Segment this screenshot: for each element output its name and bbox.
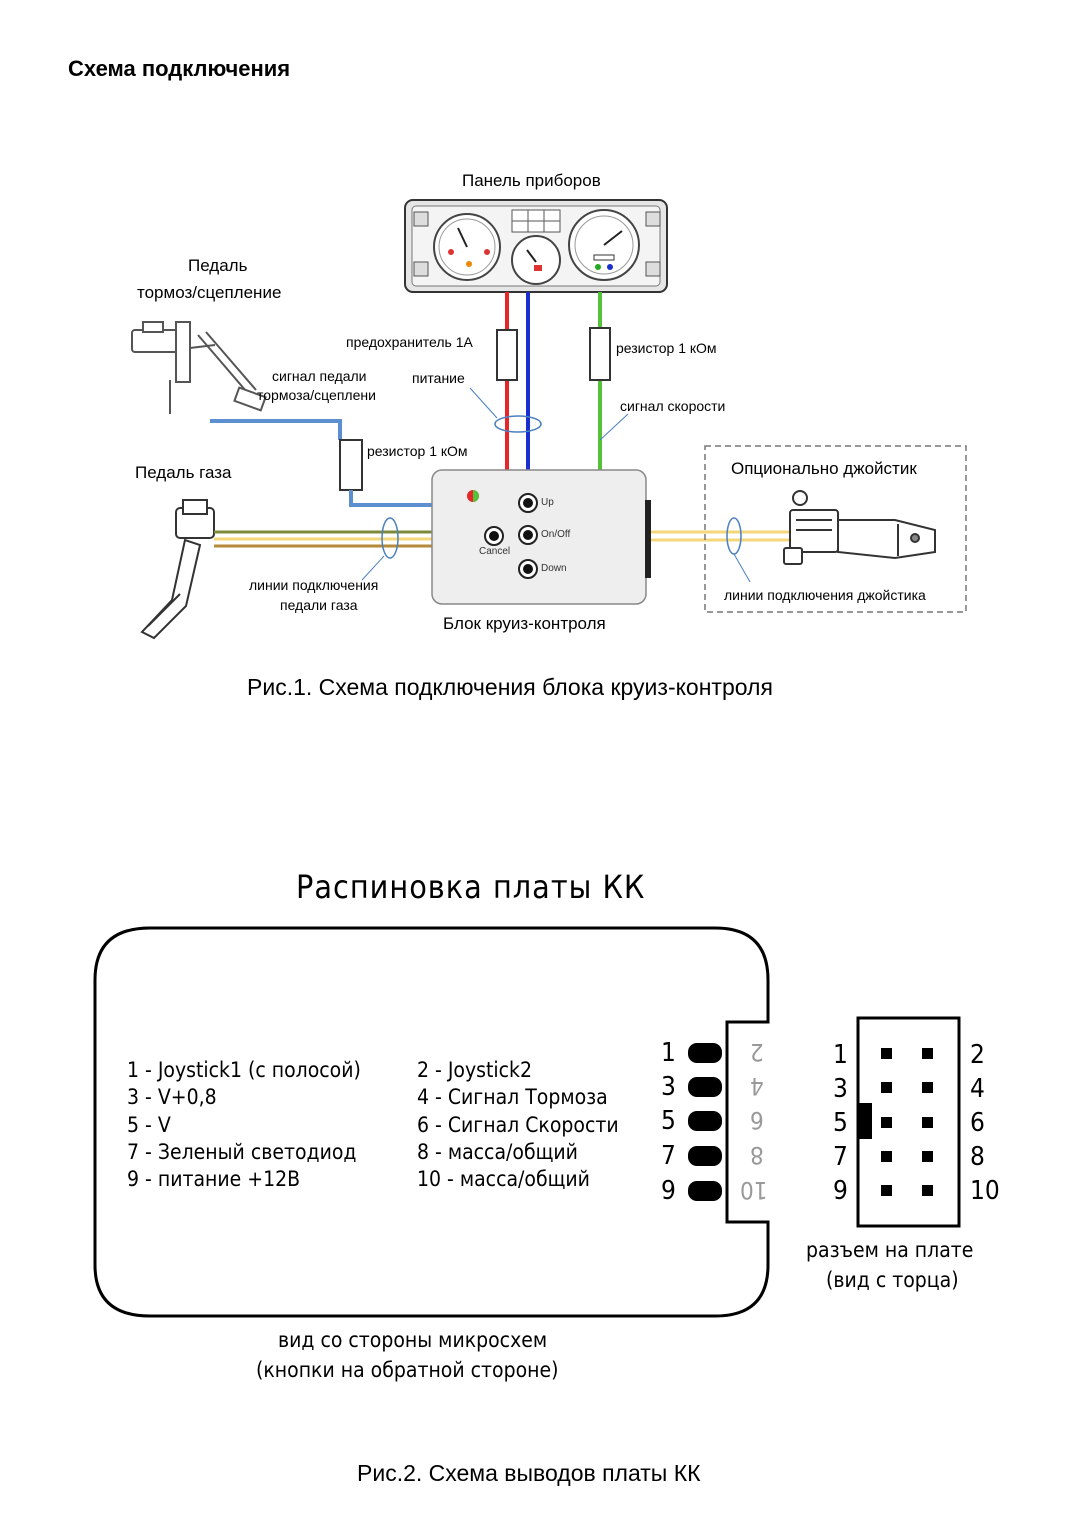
edge-pin-number: 5 xyxy=(661,1106,676,1136)
speed-resistor-label: резистор 1 кОм xyxy=(616,340,717,356)
down-button-label: Down xyxy=(541,563,567,574)
board-outline xyxy=(93,926,770,1318)
connector-outline xyxy=(856,1016,961,1228)
connector-pin-number: 3 xyxy=(833,1074,848,1104)
pin-desc-2: 2 - Joystick2 xyxy=(417,1058,532,1082)
figure2-caption: Рис.2. Схема выводов платы КК xyxy=(357,1460,701,1486)
brake-signal-label-line2: тормоза/сцеплени xyxy=(257,387,376,403)
pin-desc-6: 6 - Сигнал Скорости xyxy=(417,1113,619,1137)
fuse-label: предохранитель 1А xyxy=(346,334,473,350)
cruise-unit-label: Блок круиз-контроля xyxy=(443,614,606,633)
cancel-button-label: Cancel xyxy=(479,546,511,557)
connector-pin-number: 10 xyxy=(970,1176,1000,1206)
power-label: питание xyxy=(412,370,465,386)
edge-pin-number: 3 xyxy=(661,1072,676,1102)
speed-signal-label: сигнал скорости xyxy=(620,398,726,414)
pin-desc-7: 7 - Зеленый светодиод xyxy=(127,1140,357,1164)
brake-signal-wire xyxy=(210,419,342,440)
brake-resistor-label: резистор 1 кОм xyxy=(367,443,468,459)
onoff-button-label: On/Off xyxy=(541,529,571,540)
fuse-icon xyxy=(496,329,518,381)
pin-desc-1: 1 - Joystick1 (с полосой) xyxy=(127,1058,361,1082)
edge-pin-number-mirrored: 2 xyxy=(750,1038,764,1066)
board-caption-line1: вид со стороны микросхем xyxy=(278,1328,548,1352)
gas-lines-label-line1: линии подключения xyxy=(249,577,379,593)
pinout-diagram xyxy=(93,926,961,1318)
connection-diagram xyxy=(131,199,967,640)
gas-lines-label-line2: педали газа xyxy=(280,597,358,613)
up-button-label: Up xyxy=(541,497,554,508)
pin-desc-8: 8 - масса/общий xyxy=(417,1140,578,1164)
connector-pin-number: 6 xyxy=(970,1108,985,1138)
instrument-panel-icon xyxy=(404,199,668,293)
joystick-icon xyxy=(783,490,936,565)
pin-desc-3: 3 - V+0,8 xyxy=(127,1085,217,1109)
connector-pin-number: 9 xyxy=(833,1176,848,1206)
connector-pin-number: 5 xyxy=(833,1108,848,1138)
edge-pin-number-mirrored: 8 xyxy=(750,1141,764,1169)
edge-pin-number-mirrored: 4 xyxy=(750,1072,764,1100)
brake-pedal-icon xyxy=(131,321,267,414)
connector-pin-number: 1 xyxy=(833,1040,848,1070)
board-caption-line2: (кнопки на обратной стороне) xyxy=(256,1358,559,1382)
pin-desc-5: 5 - V xyxy=(127,1113,171,1137)
edge-pin-number: 1 xyxy=(661,1038,676,1068)
brake-signal-label-line1: сигнал педали xyxy=(272,368,367,384)
edge-pin-number: 7 xyxy=(661,1141,676,1171)
gas-pedal-icon xyxy=(140,499,215,640)
panel-label: Панель приборов xyxy=(462,171,601,190)
edge-pin-number: 9 xyxy=(661,1176,676,1206)
connector-pin-number: 2 xyxy=(970,1040,985,1070)
joystick-optional-label: Опционально джойстик xyxy=(731,459,917,478)
brake-pedal-label-line1: Педаль xyxy=(188,256,248,275)
edge-pin-number-mirrored: 6 xyxy=(750,1106,764,1134)
joystick-optional-box xyxy=(704,445,967,613)
connector-caption-line2: (вид с торца) xyxy=(826,1268,959,1292)
joystick-lines-label: линии подключения джойстика xyxy=(724,587,926,603)
connector-caption-line1: разъем на плате xyxy=(806,1238,974,1262)
pinout-title: Распиновка платы КК xyxy=(296,868,646,906)
power-bundle-ellipse xyxy=(494,415,542,433)
pin-desc-10: 10 - масса/общий xyxy=(417,1167,590,1191)
pin-desc-9: 9 - питание +12В xyxy=(127,1167,301,1191)
connector-pin-number: 8 xyxy=(970,1142,985,1172)
brake-resistor-icon xyxy=(339,439,363,491)
cruise-control-unit xyxy=(431,469,651,605)
figure1-caption: Рис.1. Схема подключения блока круиз-кон… xyxy=(247,674,773,700)
brake-pedal-label-line2: тормоз/сцепление xyxy=(137,283,282,302)
connector-pin-number: 4 xyxy=(970,1074,985,1104)
page-heading: Схема подключения xyxy=(68,56,291,81)
connector-pin-number: 7 xyxy=(833,1142,848,1172)
edge-pin-number-mirrored: 10 xyxy=(740,1176,768,1204)
pin-desc-4: 4 - Сигнал Тормоза xyxy=(417,1085,608,1109)
gas-pedal-label: Педаль газа xyxy=(135,463,232,482)
speed-resistor-icon xyxy=(589,327,611,381)
